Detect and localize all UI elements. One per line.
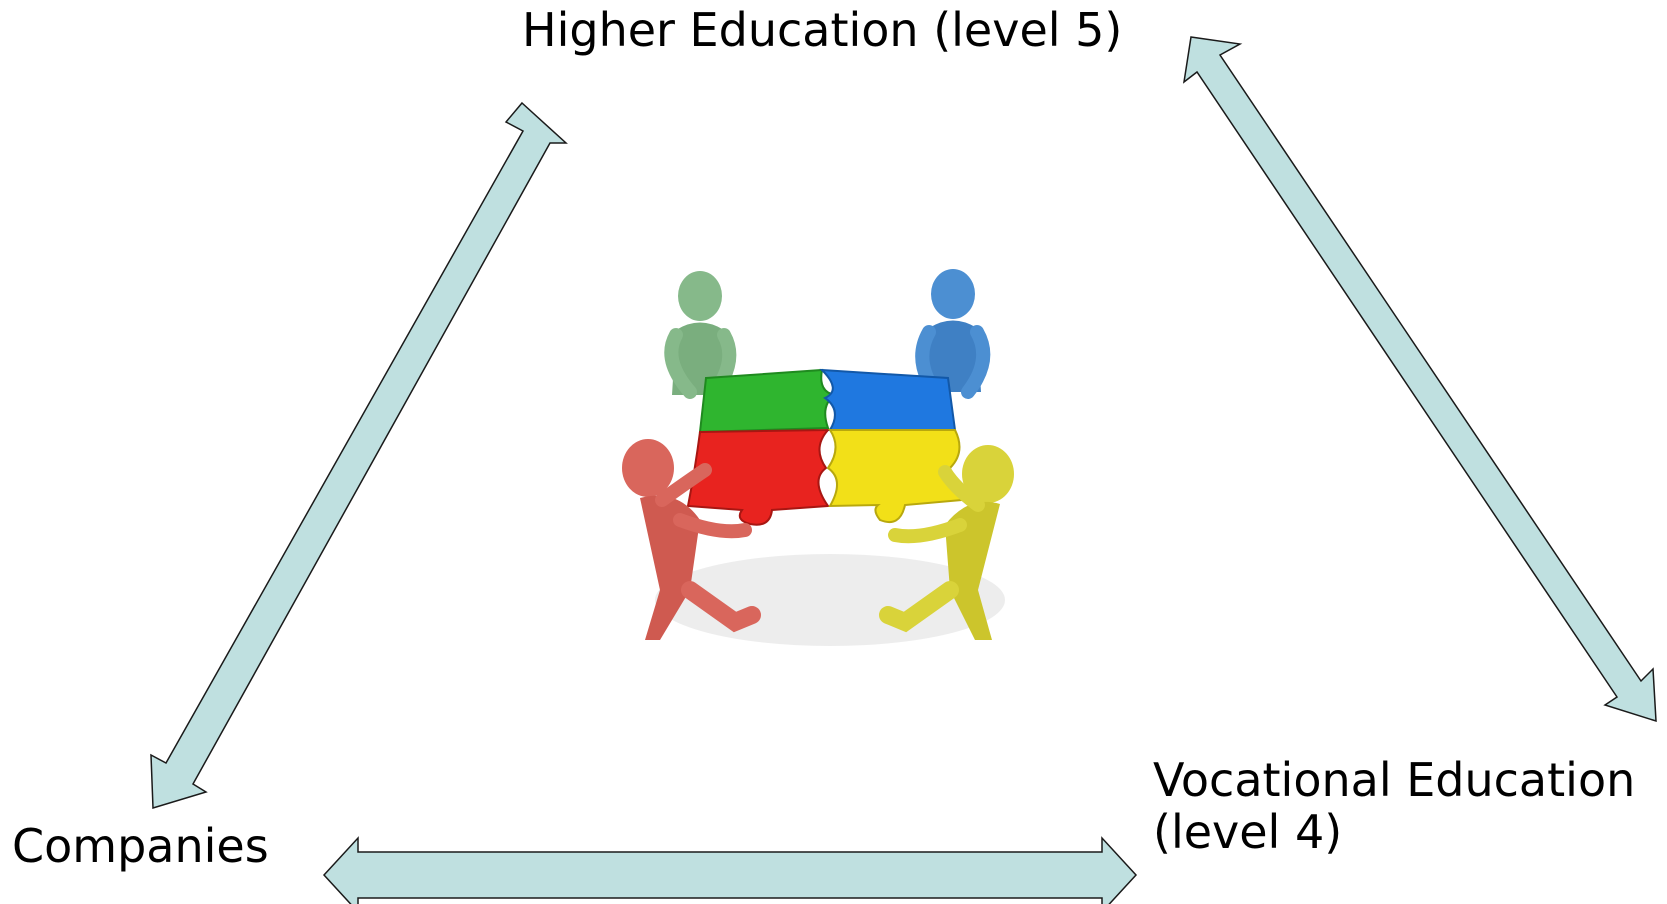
node-label-companies: Companies [12,819,269,873]
double-arrow-left-top [150,101,568,809]
puzzle-piece-yellow [826,429,964,524]
double-arrow-top-right [1182,36,1657,723]
puzzle-piece-blue [819,368,957,431]
teamwork-puzzle-icon [622,269,1014,646]
figure-red [622,439,761,640]
figure-yellow [879,445,1014,640]
node-label-vocational-education: Vocational Education (level 4) [1153,754,1635,858]
node-label-vocational-line1: Vocational Education [1153,753,1636,807]
node-label-vocational-line2: (level 4) [1153,805,1343,859]
node-label-higher-education: Higher Education (level 5) [522,3,1123,57]
double-arrow-left-right [322,836,1138,904]
puzzle-piece-green [698,368,838,434]
puzzle [686,368,964,526]
puzzle-piece-red [686,428,831,526]
figure-blue [915,269,991,399]
